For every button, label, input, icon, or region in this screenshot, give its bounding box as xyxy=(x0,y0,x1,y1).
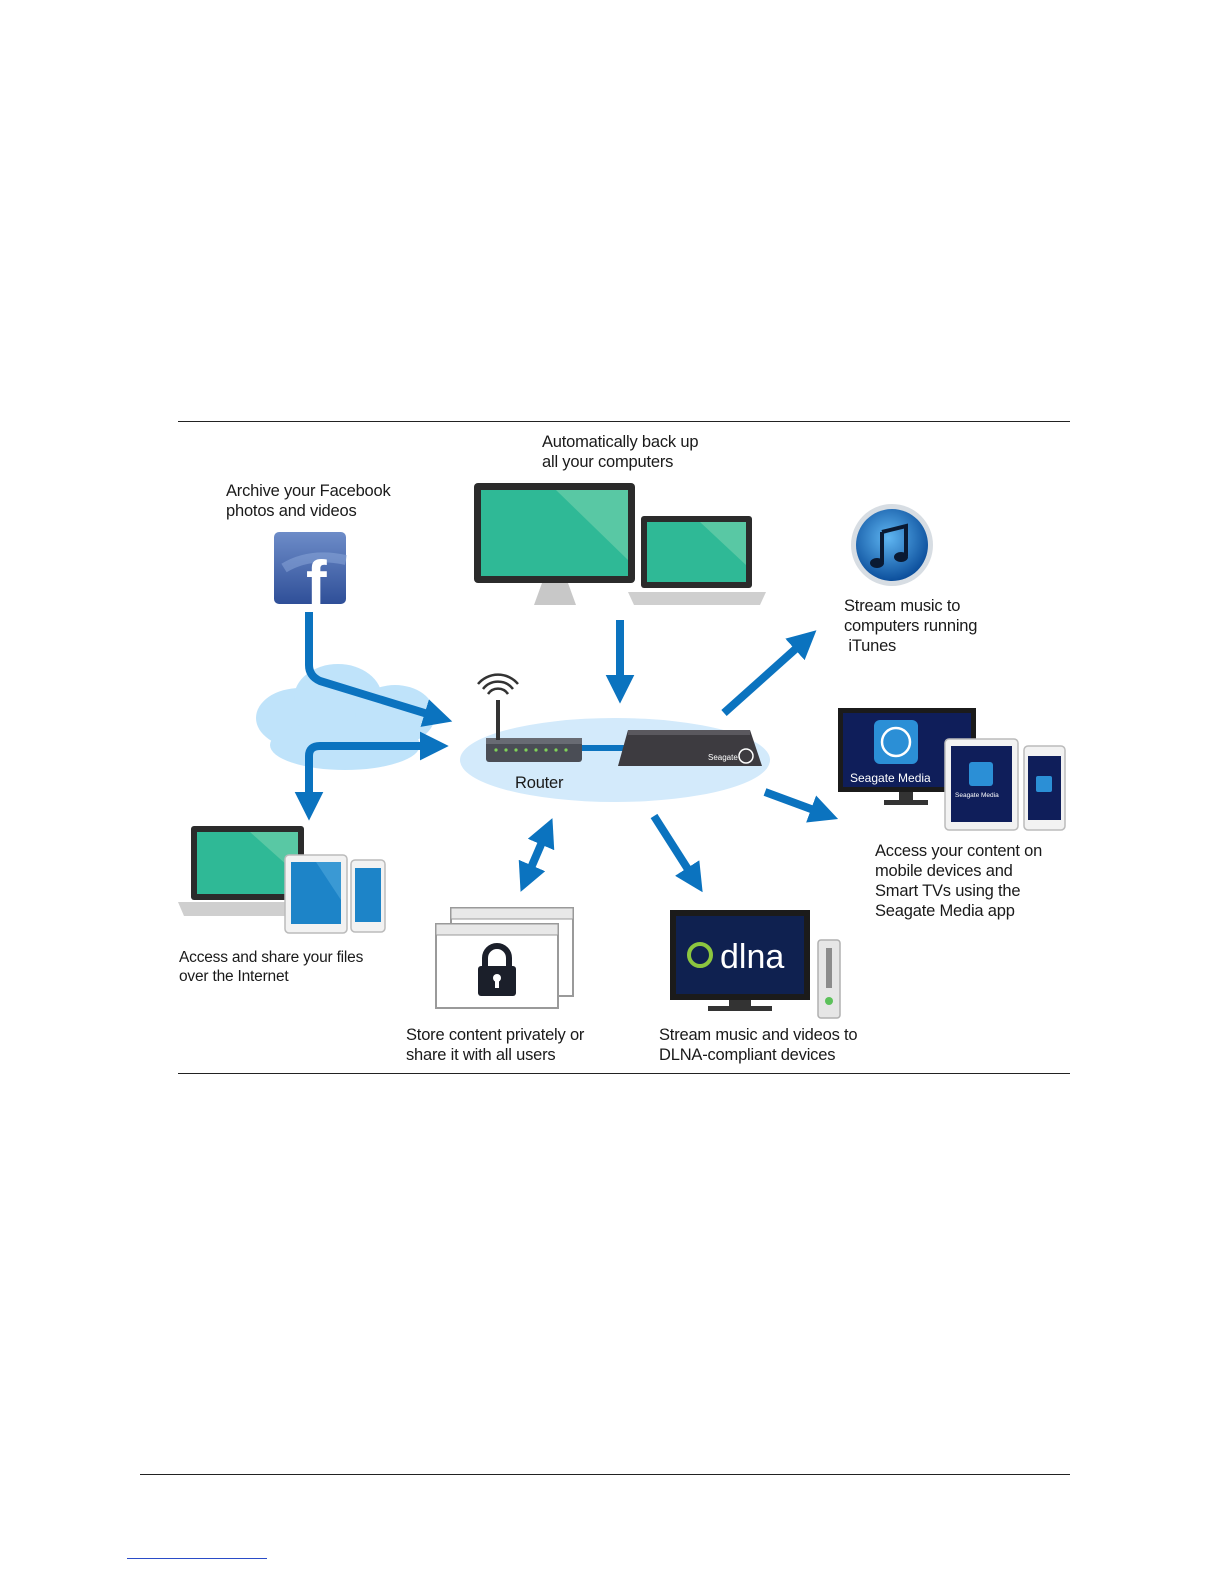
caption-mobile: Access your content on mobile devices an… xyxy=(875,842,1043,920)
tablet-icon-right: Seagate Media xyxy=(944,738,1019,831)
arrow-router-to-mobile xyxy=(763,788,839,823)
phone-icon-right xyxy=(1023,745,1066,831)
facebook-logo-letter: f xyxy=(306,549,327,618)
desktop-monitor-icon xyxy=(474,483,635,605)
router-nas-link xyxy=(582,745,624,751)
private-lock-browser-icon xyxy=(435,907,574,1009)
caption-backup: Automatically back up all your computers xyxy=(542,433,699,471)
tv-app-label: Seagate Media xyxy=(850,771,931,785)
nas-brand-label: Seagate xyxy=(708,753,738,762)
footer-link-underline[interactable] xyxy=(127,1558,267,1559)
router-icon xyxy=(477,673,582,762)
dlna-logo-text: dlna xyxy=(720,938,784,976)
facebook-icon: f xyxy=(274,532,348,618)
arrow-router-to-itunes xyxy=(721,630,817,716)
phone-icon-left xyxy=(350,859,386,933)
arrow-internet-to-router xyxy=(294,731,449,821)
router-label: Router xyxy=(515,774,564,792)
caption-private: Store content privately or share it with… xyxy=(406,1026,585,1064)
laptop-icon-top xyxy=(628,516,766,605)
caption-itunes: Stream music to computers running iTunes xyxy=(844,597,978,655)
top-rule xyxy=(178,421,1070,422)
page-footer-rule xyxy=(140,1474,1070,1475)
tablet-app-label: Seagate Media xyxy=(955,792,999,799)
arrow-router-to-dlna xyxy=(650,813,703,893)
caption-internet: Access and share your files over the Int… xyxy=(179,949,364,985)
arrow-facebook-to-router xyxy=(305,612,453,727)
nas-drive-icon: Seagate xyxy=(618,730,762,766)
itunes-icon xyxy=(851,504,933,586)
dlna-tv-icon: dlna xyxy=(670,910,810,1011)
bottom-rule xyxy=(178,1073,1070,1074)
cloud-icon xyxy=(256,664,435,770)
caption-facebook: Archive your Facebook photos and videos xyxy=(226,482,391,520)
arrow-router-private-storage xyxy=(518,818,555,892)
data-flow-arrows xyxy=(294,612,839,893)
media-player-box-icon xyxy=(817,939,841,1019)
caption-dlna: Stream music and videos to DLNA-complian… xyxy=(659,1026,858,1064)
tablet-icon-left xyxy=(284,854,348,934)
